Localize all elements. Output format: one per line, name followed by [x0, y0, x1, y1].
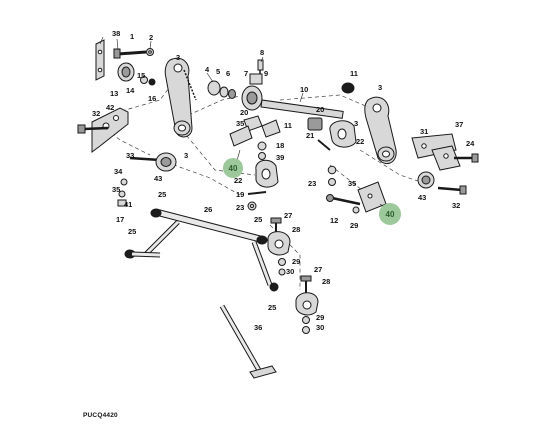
part-label: 26: [204, 205, 212, 214]
part-label: 10: [300, 85, 308, 94]
part-label: 29: [292, 257, 300, 266]
part-number-labels: 38 1 2 8 4 5 6 7 9 11 3 3 15 13 14 16 42…: [92, 29, 475, 332]
part-label: 31: [420, 127, 428, 136]
part-label: 42: [106, 103, 114, 112]
part-label: 27: [314, 265, 322, 274]
part-label: 35: [348, 179, 356, 188]
left-bushing: [117, 152, 177, 207]
part-label: 21: [306, 131, 314, 140]
part-label: 43: [418, 193, 426, 202]
right-lower-plate: [326, 181, 387, 214]
part-label: 12: [330, 216, 338, 225]
part-label: 25: [254, 215, 262, 224]
part-label: 6: [226, 69, 230, 78]
lower-h-frame: [124, 208, 279, 292]
part-label: 11: [350, 69, 358, 78]
part-label: 8: [260, 48, 264, 57]
callout-40-right: 40: [379, 203, 401, 225]
part-label: 15: [137, 71, 145, 80]
part-label: 30: [286, 267, 294, 276]
part-label: 3: [378, 83, 382, 92]
callout-marker: [379, 203, 401, 225]
part-label: 22: [234, 176, 242, 185]
callout-label: 40: [229, 164, 238, 173]
part-label: 39: [276, 153, 284, 162]
part-label: 35: [112, 185, 120, 194]
part-label: 41: [124, 200, 132, 209]
part-label: 33: [126, 151, 134, 160]
part-label: 35: [236, 119, 244, 128]
part-label: 38: [112, 29, 120, 38]
part-label: 18: [276, 141, 284, 150]
callout-label: 40: [386, 210, 395, 219]
part-label: 27: [284, 211, 292, 220]
part-label: 24: [466, 139, 475, 148]
part-label: 2: [149, 33, 153, 42]
part-label: 1: [130, 32, 134, 41]
part-label: 25: [158, 190, 166, 199]
part-label: 5: [216, 67, 220, 76]
part-label: 16: [148, 94, 156, 103]
lower-clamp-second: [295, 275, 319, 334]
left-lever-arm: [164, 57, 197, 138]
right-lever-arm: [317, 82, 397, 186]
part-label: 28: [292, 225, 300, 234]
part-label: 37: [455, 120, 463, 129]
part-label: 25: [268, 303, 276, 312]
part-label: 32: [452, 201, 460, 210]
part-label: 36: [254, 323, 262, 332]
part-label: 14: [126, 86, 135, 95]
part-label: 29: [316, 313, 324, 322]
part-label: 23: [236, 203, 244, 212]
part-label: 3: [176, 53, 180, 62]
part-label: 20: [240, 108, 248, 117]
part-label: 3: [184, 151, 188, 160]
part-label: 17: [116, 215, 124, 224]
part-label: 43: [154, 174, 162, 183]
clamp-bracket-left: [229, 125, 279, 211]
support-leg: [219, 304, 277, 379]
callout-marker: [223, 158, 243, 178]
center-shaft-assembly: [207, 59, 344, 119]
part-label: 19: [236, 190, 244, 199]
part-label: 11: [284, 121, 292, 130]
part-label: 7: [244, 69, 248, 78]
part-label: 20: [316, 105, 324, 114]
right-mount-bracket: [411, 133, 479, 195]
part-label: 3: [354, 119, 358, 128]
part-label: 29: [350, 221, 358, 230]
part-label: 32: [92, 109, 100, 118]
part-label: 22: [356, 137, 364, 146]
left-bracket-assembly: [77, 107, 129, 153]
part-label: 25: [128, 227, 136, 236]
part-label: 4: [205, 65, 210, 74]
part-label: 28: [322, 277, 330, 286]
callout-40-left: 40: [223, 158, 243, 178]
upper-left-pivot: [95, 39, 156, 86]
part-label: 30: [316, 323, 324, 332]
center-lower-clamp: [267, 217, 291, 276]
part-label: 23: [308, 179, 316, 188]
part-label: 34: [114, 167, 123, 176]
part-label: 9: [264, 69, 268, 78]
part-label: 13: [110, 89, 118, 98]
figure-code: PUCQ4420: [83, 412, 118, 419]
